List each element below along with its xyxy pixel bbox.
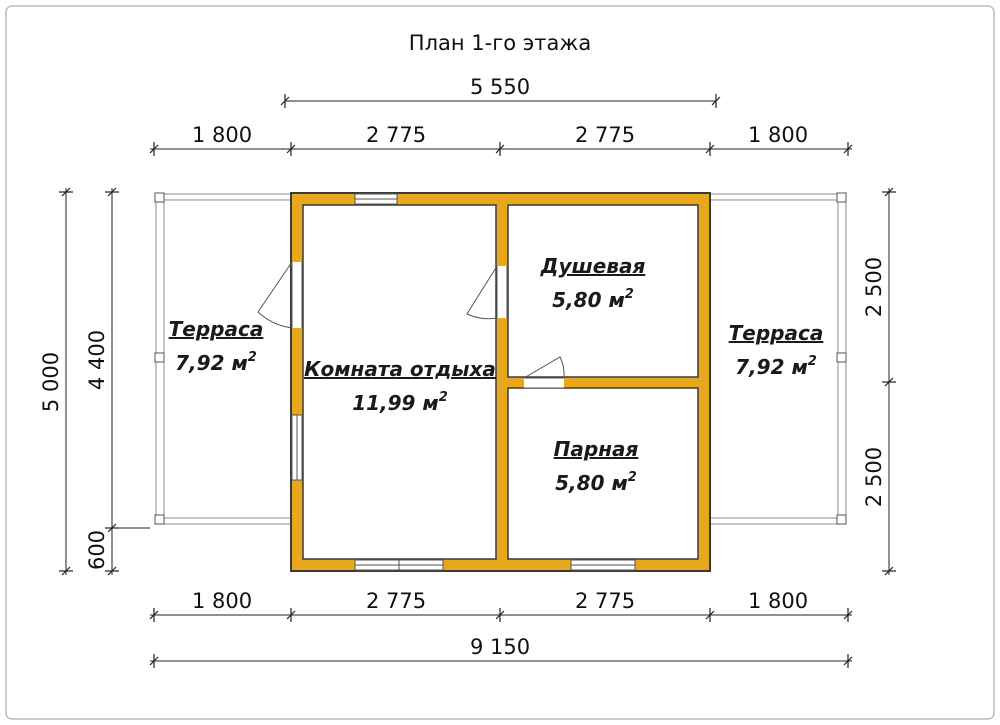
building-walls <box>290 192 711 572</box>
terrace-post <box>836 192 847 203</box>
terrace-right <box>709 192 847 525</box>
room-name: Терраса <box>729 321 824 345</box>
room-label-shower: Душевая 5,80 м2 <box>540 254 646 312</box>
bottom-segment-dimensions: 1 800 2 775 2 775 1 800 <box>149 589 853 622</box>
room-area: 11,99 м2 <box>352 390 448 415</box>
terrace-post <box>836 352 847 363</box>
bottom-total-label: 9 150 <box>470 635 530 659</box>
terrace-post <box>154 514 165 525</box>
left-total-dimension: 5 000 <box>39 187 73 576</box>
left-total-label: 5 000 <box>39 352 63 412</box>
bottom-terrace-right-label: 1 800 <box>748 589 808 613</box>
bottom-total-dimension: 9 150 <box>149 635 853 668</box>
room-label-rest-room: Комната отдыха 11,99 м2 <box>304 357 496 415</box>
room-name: Комната отдыха <box>304 357 496 381</box>
windows <box>291 193 636 571</box>
bottom-terrace-left-label: 1 800 <box>192 589 252 613</box>
door-steam-room <box>523 356 565 379</box>
plan-title: План 1-го этажа <box>409 31 591 55</box>
doors <box>257 261 565 389</box>
terrace-post <box>154 192 165 203</box>
bottom-mid-right-label: 2 775 <box>575 589 635 613</box>
top-terrace-right-label: 1 800 <box>748 123 808 147</box>
right-segment-dimensions: 2 500 2 500 <box>862 187 896 576</box>
left-segment-dimensions: 4 400 600 <box>85 187 150 576</box>
top-segment-dimensions: 1 800 2 775 2 775 1 800 <box>149 123 853 156</box>
room-name: Терраса <box>169 317 264 341</box>
room-name: Душевая <box>540 254 646 278</box>
steam-room-floor <box>507 387 699 560</box>
top-total-dimension: 5 550 <box>280 75 721 108</box>
room-label-steam-room: Парная 5,80 м2 <box>554 437 639 495</box>
left-small-label: 600 <box>85 530 109 570</box>
bottom-mid-left-label: 2 775 <box>366 589 426 613</box>
shower-floor <box>507 204 699 378</box>
top-total-label: 5 550 <box>470 75 530 99</box>
top-mid-left-label: 2 775 <box>366 123 426 147</box>
terrace-post <box>154 352 165 363</box>
top-terrace-left-label: 1 800 <box>192 123 252 147</box>
room-area: 7,92 м2 <box>735 354 817 379</box>
door-shower <box>466 265 498 320</box>
drawing-frame <box>5 5 995 720</box>
top-mid-right-label: 2 775 <box>575 123 635 147</box>
terrace-post <box>836 514 847 525</box>
right-bottom-label: 2 500 <box>862 447 886 507</box>
terrace-left <box>154 192 293 525</box>
room-area: 5,80 м2 <box>555 470 637 495</box>
room-area: 7,92 м2 <box>175 350 257 375</box>
door-entrance <box>257 261 293 329</box>
room-name: Парная <box>554 437 639 461</box>
room-label-terrace-right: Терраса 7,92 м2 <box>729 321 824 379</box>
right-top-label: 2 500 <box>862 257 886 317</box>
room-area: 5,80 м2 <box>552 287 634 312</box>
rest-room-floor <box>302 204 497 560</box>
room-label-terrace-left: Терраса 7,92 м2 <box>169 317 264 375</box>
left-main-label: 4 400 <box>85 330 109 390</box>
